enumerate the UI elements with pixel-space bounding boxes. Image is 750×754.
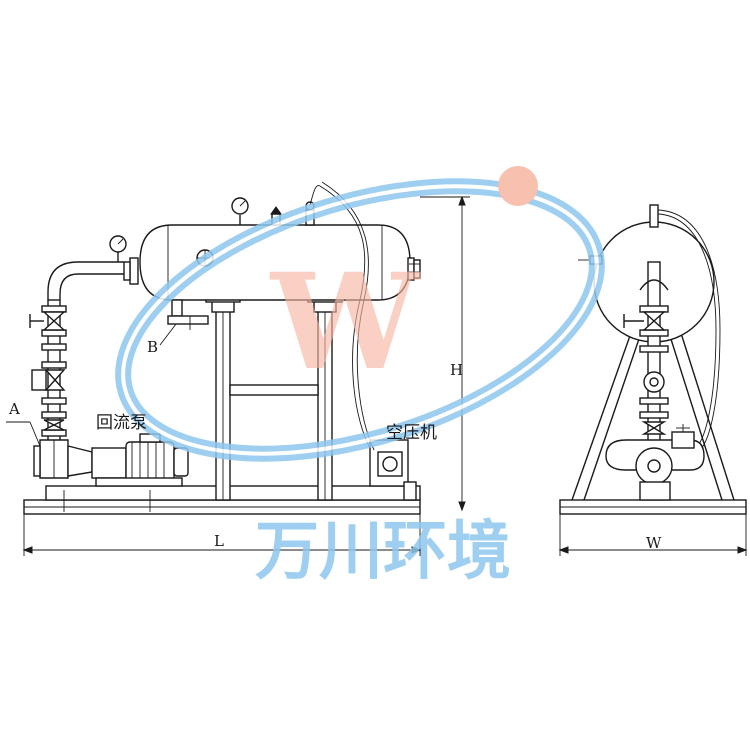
watermark-dot: [498, 166, 538, 206]
label-b: B: [147, 338, 158, 356]
label-h: H: [450, 361, 463, 379]
motor: [125, 441, 175, 483]
label-l: L: [214, 532, 224, 550]
nozzle-b: [167, 315, 209, 325]
label-return-pump: 回流泵: [96, 413, 147, 433]
label-air-compressor: 空压机: [386, 423, 437, 443]
base-frame: [45, 485, 421, 501]
label-w: W: [646, 534, 662, 552]
return-pipe-column: [29, 235, 127, 479]
return-pump: [63, 433, 189, 512]
dimension-h: [420, 195, 470, 512]
label-a: A: [8, 400, 20, 418]
air-compressor: [309, 181, 417, 501]
side-view: [558, 204, 748, 556]
watermark-text: 万川环境: [255, 515, 511, 589]
watermark-letter: W: [269, 245, 421, 400]
dimension-l: [22, 514, 422, 556]
watermark-logo: W 万川环境: [115, 166, 605, 589]
